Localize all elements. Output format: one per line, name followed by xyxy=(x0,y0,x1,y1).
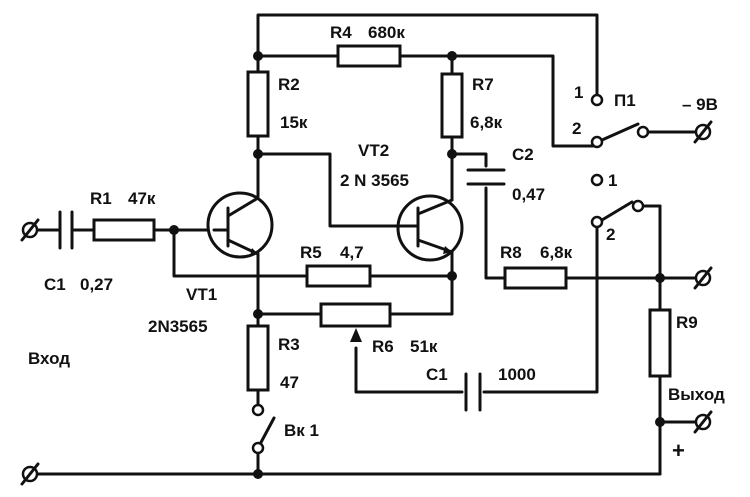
capacitor-c1-feedback xyxy=(464,372,482,412)
output-label: Выход xyxy=(668,385,725,404)
r5-name: R5 xyxy=(300,243,322,262)
p1-pos2: 2 xyxy=(572,119,581,138)
resistor-r2 xyxy=(246,70,270,138)
wiring xyxy=(26,13,705,476)
r8-value: 6,8к xyxy=(540,243,573,262)
vt2-part: 2 N 3565 xyxy=(340,171,409,190)
resistor-r8 xyxy=(503,266,568,290)
junction-dots xyxy=(169,51,665,479)
capacitor-c2 xyxy=(466,168,506,186)
ground-terminal xyxy=(20,462,40,486)
p1-pos1: 1 xyxy=(574,83,583,102)
r2-value: 15к xyxy=(280,113,308,132)
c1-feedback-value: 1000 xyxy=(498,365,536,384)
resistor-r1 xyxy=(92,218,156,242)
potentiometer-wiper xyxy=(350,328,362,342)
r1-value: 47к xyxy=(128,189,156,208)
transistor-vt2 xyxy=(396,194,464,262)
c2-value: 0,47 xyxy=(512,185,545,204)
p1-name: П1 xyxy=(614,91,636,110)
output-terminal-lower xyxy=(693,410,713,434)
plus-label: + xyxy=(672,438,685,463)
r3-name: R3 xyxy=(278,335,300,354)
switch-p1-section-2 xyxy=(590,173,645,229)
r8-name: R8 xyxy=(500,243,522,262)
p1b-pos1: 1 xyxy=(608,171,617,190)
vt1-part: 2N3565 xyxy=(148,317,208,336)
r7-name: R7 xyxy=(472,75,494,94)
switch-p1-section-1 xyxy=(590,93,702,149)
resistor-r4 xyxy=(336,44,402,68)
c1-input-name: C1 xyxy=(44,275,66,294)
r6-value: 51к xyxy=(410,337,438,356)
input-label: Вход xyxy=(28,349,70,368)
r3-value: 47 xyxy=(280,373,299,392)
r4-name: R4 xyxy=(330,23,352,42)
switch-vk1 xyxy=(251,403,276,455)
resistor-r6 xyxy=(319,302,392,328)
r5-value: 4,7 xyxy=(340,243,364,262)
c2-name: C2 xyxy=(512,145,534,164)
output-terminal xyxy=(693,266,713,290)
supply-terminal xyxy=(693,120,713,144)
r4-value: 680к xyxy=(368,23,405,42)
input-terminal xyxy=(20,218,40,242)
c1-input-value: 0,27 xyxy=(80,275,113,294)
resistor-r9 xyxy=(648,308,672,378)
r7-value: 6,8к xyxy=(470,113,503,132)
resistor-r3 xyxy=(246,324,270,392)
p1b-pos2: 2 xyxy=(606,225,615,244)
supply-label: – 9В xyxy=(682,95,718,114)
vt2-name: VT2 xyxy=(358,141,389,160)
r1-name: R1 xyxy=(90,189,112,208)
transistor-vt1 xyxy=(206,191,274,259)
vk1-label: Вк 1 xyxy=(284,421,319,440)
r6-name: R6 xyxy=(372,337,394,356)
resistor-r7 xyxy=(440,72,464,139)
r9-name: R9 xyxy=(676,313,698,332)
capacitor-c1-input xyxy=(58,210,74,250)
c1-feedback-name: C1 xyxy=(426,365,448,384)
r2-name: R2 xyxy=(278,75,300,94)
vt1-name: VT1 xyxy=(186,285,217,304)
resistor-r5 xyxy=(305,264,372,288)
